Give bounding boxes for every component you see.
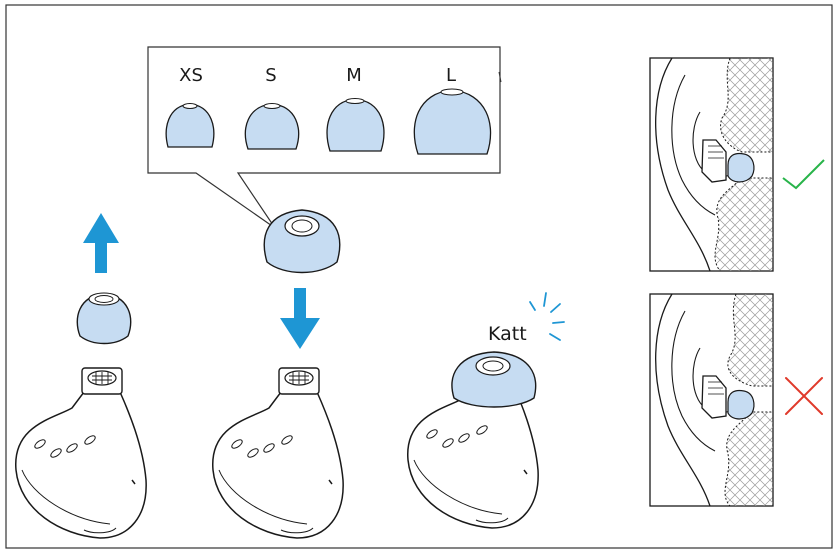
size-label-s: S xyxy=(265,65,276,86)
arrow-down-icon xyxy=(280,288,320,349)
ear-tip-m xyxy=(326,98,385,152)
earbud-attaching-tip xyxy=(212,367,344,539)
ear-tip-selected xyxy=(263,209,341,274)
earbud-without-tip xyxy=(15,367,147,539)
fit-panel-correct xyxy=(649,57,825,272)
checkmark-icon xyxy=(782,159,825,190)
ear-tip-l xyxy=(413,88,492,155)
click-burst-icon xyxy=(529,292,565,341)
size-label-l: L xyxy=(446,65,456,86)
size-callout: XS S M L xyxy=(147,46,502,229)
earbud-with-tip xyxy=(407,351,539,529)
ear-tip-removed xyxy=(76,292,132,345)
click-label: Katt xyxy=(488,323,527,345)
arrow-up-icon xyxy=(83,213,119,273)
ear-tip-s xyxy=(244,103,300,150)
size-label-m: M xyxy=(346,65,362,86)
size-label-xs: XS xyxy=(179,65,203,86)
callout-frame xyxy=(147,46,501,229)
ear-tip-xs xyxy=(165,103,215,148)
cross-icon xyxy=(785,377,823,415)
fit-panel-wrong xyxy=(649,293,823,507)
